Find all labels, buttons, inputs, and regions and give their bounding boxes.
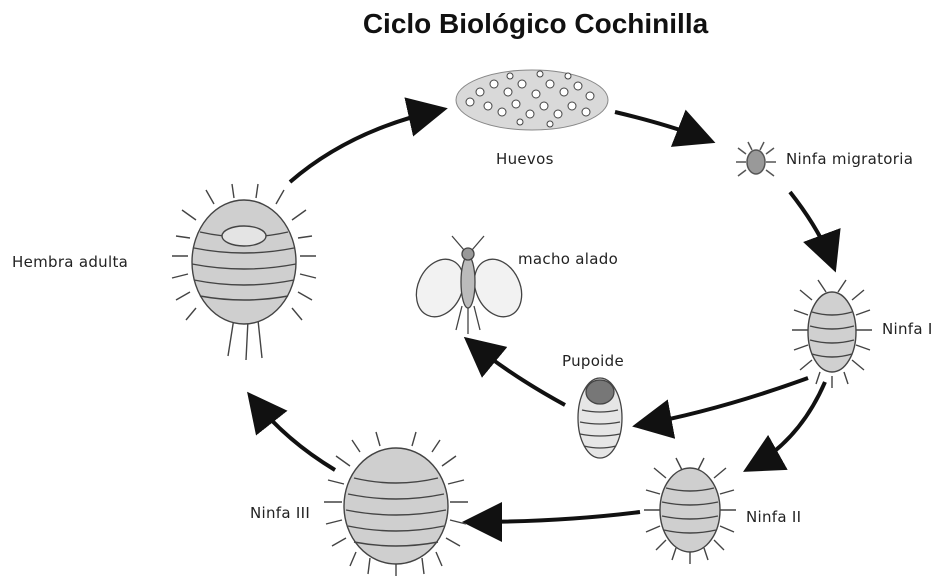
label-eggs: Huevos	[496, 150, 554, 168]
nymph-2-illustration	[644, 458, 736, 564]
arrow-eggs-to-migratory	[615, 112, 708, 140]
migratory-nymph-illustration	[736, 142, 776, 176]
arrow-pupoid-to-male	[470, 342, 565, 405]
label-migratory-nymph: Ninfa migratoria	[786, 150, 913, 168]
winged-male-illustration	[407, 236, 530, 334]
cycle-arrows	[252, 110, 833, 522]
pupoid-illustration	[578, 378, 622, 458]
nymph-3-illustration	[324, 432, 468, 576]
arrow-nymph3-to-adult	[252, 398, 335, 470]
label-nymph-1: Ninfa I	[882, 320, 933, 338]
arrow-nymph1-to-pupoid	[640, 378, 808, 425]
label-adult-female: Hembra adulta	[12, 253, 128, 271]
label-nymph-2: Ninfa II	[746, 508, 801, 526]
label-pupoid: Pupoide	[562, 352, 624, 370]
label-nymph-3: Ninfa III	[250, 504, 310, 522]
arrow-adult-to-eggs	[290, 110, 440, 182]
eggs-illustration	[456, 70, 608, 130]
arrow-migratory-to-nymph1	[790, 192, 833, 265]
arrow-nymph2-to-nymph3	[470, 512, 640, 522]
label-winged-male: macho alado	[518, 250, 618, 268]
adult-female-illustration	[172, 184, 316, 360]
nymph-1-illustration	[792, 280, 872, 388]
